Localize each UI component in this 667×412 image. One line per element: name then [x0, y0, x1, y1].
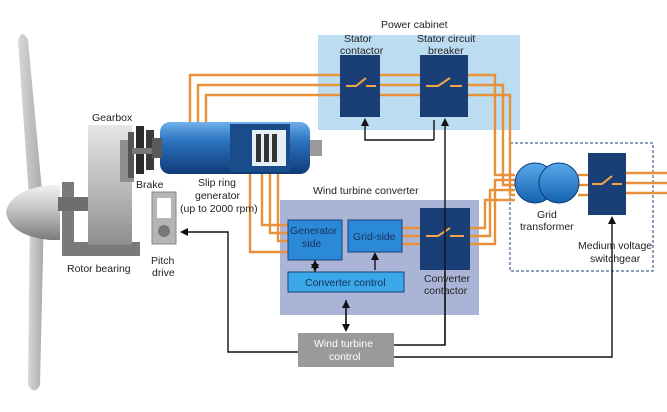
medium-voltage-switchgear-label-1: Medium voltage — [578, 240, 652, 252]
stator-circuit-breaker-label-1: Stator circuit — [417, 33, 475, 45]
gearbox — [88, 125, 134, 245]
wind-turbine-control-box — [298, 333, 394, 367]
slip-ring-generator — [152, 122, 322, 174]
converter-control-box — [287, 271, 405, 293]
gearbox-label: Gearbox — [92, 112, 133, 124]
wind-turbine-converter-label: Wind turbine converter — [313, 185, 419, 197]
power-cabinet-label: Power cabinet — [381, 19, 448, 31]
converter-control-label: Converter control — [305, 277, 386, 289]
grid-connection-dashed-box — [509, 142, 654, 272]
rotor-blade-bottom — [28, 212, 44, 391]
rotor-blade-top — [18, 34, 44, 212]
slip-ring-generator-label-3: (up to 2000 rpm) — [180, 203, 258, 215]
rotor-bearing — [58, 182, 140, 256]
stator-contactor-label-2: contactor — [340, 45, 384, 57]
converter-contactor-label-1: Converter — [424, 273, 471, 285]
control-lines — [180, 118, 616, 358]
grid-side-label: Grid-side — [353, 231, 396, 243]
pitch-drive-label-2: drive — [152, 267, 175, 279]
grid-transformer-label-1: Grid — [537, 209, 557, 221]
pitch-drive — [151, 191, 177, 245]
rotor — [6, 34, 60, 391]
rotor-bearing-label: Rotor bearing — [67, 263, 131, 275]
pitch-drive-label-1: Pitch — [151, 255, 175, 267]
medium-voltage-switchgear-switch — [588, 153, 626, 215]
generator-side-label-2: side — [302, 238, 321, 250]
brake-label: Brake — [136, 179, 164, 191]
wind-turbine-control-label-1: Wind turbine — [314, 338, 373, 350]
stator-contactor-label-1: Stator — [344, 33, 373, 45]
brake — [132, 126, 162, 174]
grid-transformer-label-2: transformer — [520, 221, 574, 233]
slip-ring-generator-label-2: generator — [195, 190, 240, 202]
stator-circuit-breaker-switch — [420, 55, 468, 117]
generator-side-module — [287, 219, 343, 261]
grid-transformer — [514, 162, 580, 204]
medium-voltage-switchgear-label-2: switchgear — [590, 253, 641, 265]
power-cables — [188, 73, 667, 254]
generator-side-label-1: Generator — [290, 225, 338, 237]
converter-contactor-label-2: contactor — [424, 285, 468, 297]
wind-turbine-control-label-2: control — [329, 351, 361, 363]
stator-circuit-breaker-label-2: breaker — [428, 45, 464, 57]
slip-ring-generator-label-1: Slip ring — [198, 177, 236, 189]
stator-contactor-switch — [340, 55, 380, 117]
rotor-hub — [6, 185, 60, 240]
